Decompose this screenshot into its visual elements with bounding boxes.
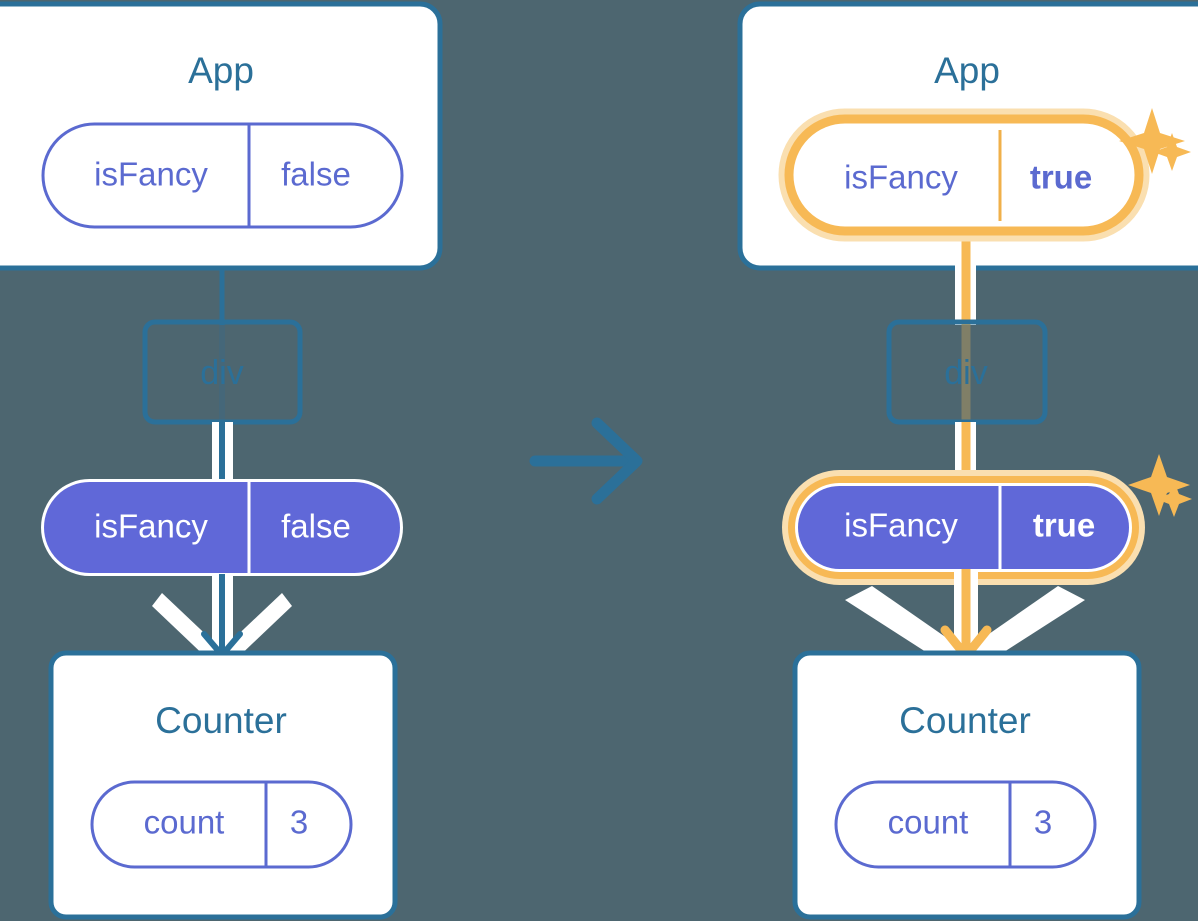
- pill-key: count: [144, 804, 225, 841]
- pill-key: count: [888, 804, 969, 841]
- pill-frame: [798, 486, 1129, 569]
- pill-value: false: [281, 508, 351, 545]
- counter-state-pill-left: count 3: [90, 780, 353, 869]
- pill-key: isFancy: [94, 156, 208, 193]
- fanout-wedge-left: [845, 586, 980, 661]
- counter-component-box-left: Counter count 3: [48, 650, 398, 920]
- fanout-wedge-right: [950, 586, 1085, 661]
- pill-frame: [90, 780, 353, 869]
- transition-arrow-right-icon: [529, 417, 643, 505]
- pill-value: true: [1033, 507, 1095, 544]
- pill-value: 3: [1034, 804, 1052, 841]
- pill-frame: [834, 780, 1097, 869]
- connector-app-to-div-right: [955, 266, 976, 325]
- props-pill-left: isFancy false: [41, 479, 403, 576]
- app-box-title: App: [188, 50, 254, 91]
- pill-key: isFancy: [844, 159, 958, 196]
- panel-before: App isFancy false div: [0, 1, 443, 920]
- pill-value: 3: [290, 804, 308, 841]
- app-component-box-right: App isFancy true: [737, 1, 1198, 271]
- pill-value: false: [281, 156, 351, 193]
- pill-glow-ring: [778, 108, 1150, 242]
- app-component-box-left: App isFancy false: [0, 1, 443, 271]
- flow-div-to-props-left: [212, 422, 233, 484]
- div-box-label: div: [944, 354, 987, 392]
- div-box-label: div: [200, 354, 243, 392]
- pill-key: isFancy: [94, 508, 208, 545]
- counter-component-box-right: Counter count 3: [792, 650, 1142, 920]
- panel-after: App isFancy true: [737, 1, 1198, 920]
- pill-key: isFancy: [844, 507, 958, 544]
- pill-frame: [44, 482, 400, 573]
- app-box-title: App: [934, 50, 1000, 91]
- sparkle-large-icon: [1128, 454, 1190, 516]
- pill-value: true: [1030, 159, 1092, 196]
- sparkle-large-icon: [1119, 108, 1185, 174]
- sparkle-group-props-right: [1128, 454, 1192, 517]
- counter-box-title: Counter: [899, 700, 1031, 741]
- pill-frame: [797, 127, 1131, 223]
- flow-props-to-counter-left: [152, 574, 292, 664]
- sparkle-small-icon: [1156, 481, 1192, 517]
- app-state-pill-right: isFancy true: [778, 108, 1150, 242]
- counter-box-title: Counter: [155, 700, 287, 741]
- pill-frame: [41, 122, 404, 229]
- counter-state-pill-right: count 3: [834, 780, 1097, 869]
- sparkle-small-icon: [1153, 133, 1191, 171]
- sparkle-group-app-right: [1119, 108, 1191, 174]
- props-pill-right: isFancy true: [782, 470, 1145, 585]
- app-state-pill-left: isFancy false: [41, 122, 404, 229]
